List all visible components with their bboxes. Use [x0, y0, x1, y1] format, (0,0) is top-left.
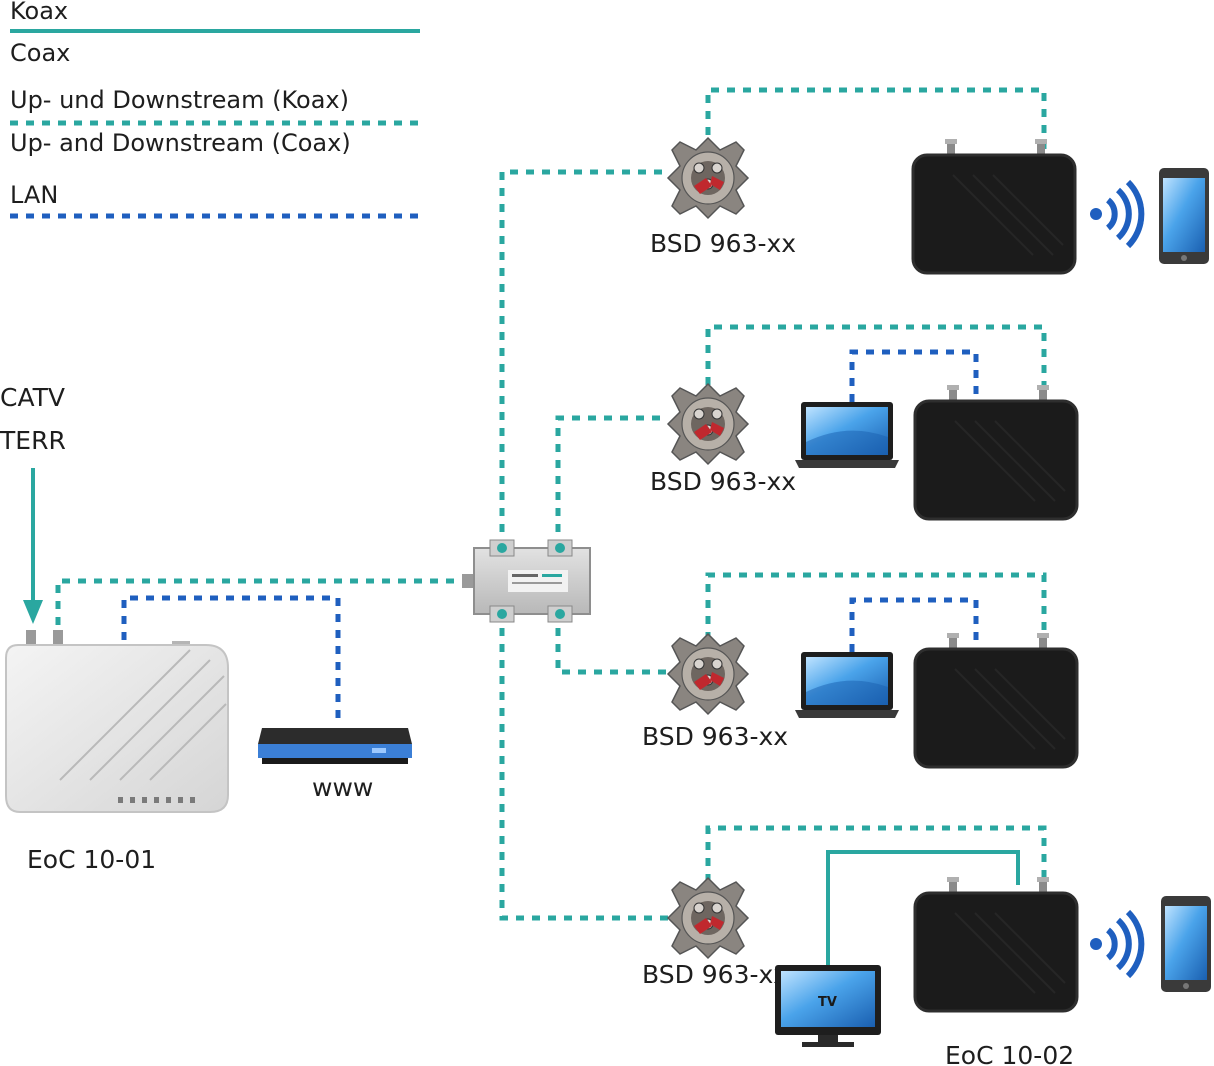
- antenna-outlet-icon: [667, 877, 749, 959]
- coax-cable-outlet-4: [499, 612, 668, 921]
- lan-cable-laptop-1: [849, 349, 979, 402]
- coax-cable-outlet-3: [555, 612, 668, 675]
- wifi-icon: [1090, 912, 1141, 976]
- antenna-outlet-icon: [667, 633, 749, 715]
- eoc-modem-icon: [913, 631, 1079, 769]
- eoc-master-label: EoC 10-01: [27, 845, 156, 874]
- coax-cable-tv: [826, 850, 1020, 968]
- catv-label: CATV: [0, 383, 65, 412]
- smartphone-icon: [1159, 168, 1209, 264]
- tv-label: TV: [818, 995, 837, 1010]
- eoc-modem-icon: [913, 875, 1079, 1013]
- eoc-master-icon: [5, 630, 229, 813]
- cables: [55, 87, 1047, 921]
- coax-cable-master: [55, 578, 470, 635]
- eoc-modem-icon: [913, 383, 1079, 521]
- outlet-3-label: BSD 963-xx: [642, 722, 788, 751]
- coax-cable-modem-1: [705, 87, 1047, 150]
- legend-updown-de-label: Up- und Downstream (Koax): [10, 86, 349, 114]
- lan-cable-laptop-2: [849, 597, 979, 652]
- tv-icon: TV: [775, 965, 881, 1047]
- coax-cable-outlet-1: [499, 169, 668, 548]
- coax-cable-modem-4: [705, 825, 1047, 885]
- outlet-1-label: BSD 963-xx: [650, 229, 796, 258]
- eoc-slave-label: EoC 10-02: [945, 1041, 1074, 1066]
- smartphone-icon: [1161, 896, 1211, 992]
- coax-cable-modem-2: [705, 324, 1047, 393]
- laptop-icon: [795, 402, 899, 468]
- antenna-outlet-icon: [667, 137, 749, 219]
- coax-cable-modem-3: [705, 572, 1047, 640]
- router-label: www: [312, 773, 373, 802]
- wifi-icon: [1090, 182, 1141, 246]
- legend-coax-en-label: Coax: [10, 39, 70, 67]
- legend-coax-de-label: Koax: [10, 0, 68, 25]
- coax-cable-outlet-2: [555, 415, 668, 548]
- outlet-4-label: BSD 963-xx: [642, 960, 788, 989]
- outlet-2-label: BSD 963-xx: [650, 467, 796, 496]
- catv-input-arrow: [23, 468, 43, 624]
- lan-cable-router: [121, 595, 341, 718]
- splitter-icon: [462, 539, 591, 623]
- eoc-modem-icon: [911, 137, 1077, 275]
- legend-lan-label: LAN: [10, 181, 58, 209]
- terr-label: TERR: [0, 426, 66, 455]
- router-icon: [258, 728, 412, 764]
- legend: Koax Coax Up- und Downstream (Koax) Up- …: [10, 0, 420, 219]
- legend-updown-en-label: Up- and Downstream (Coax): [10, 129, 351, 157]
- laptop-icon: [795, 652, 899, 718]
- antenna-outlet-icon: [667, 383, 749, 465]
